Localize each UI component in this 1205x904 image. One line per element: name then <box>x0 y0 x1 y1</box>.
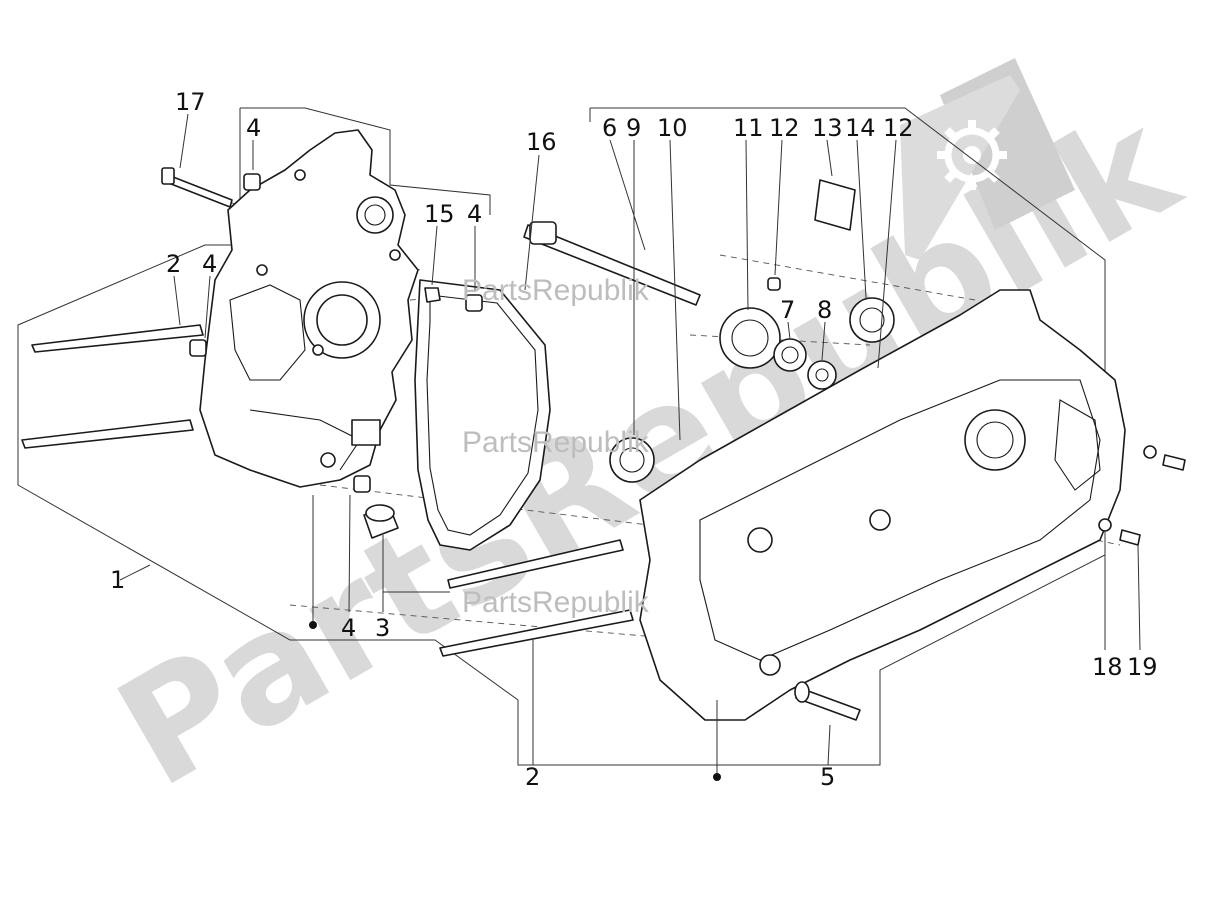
callout-14: 14 <box>845 114 876 142</box>
callout-4: 4 <box>202 250 217 278</box>
watermark-small-text: PartsRepublik <box>462 586 650 619</box>
callout-6: 6 <box>602 114 617 142</box>
callout-11: 11 <box>733 114 764 142</box>
screws-18-19 <box>1098 445 1186 546</box>
callout-8: 8 <box>817 296 832 324</box>
output-shaft <box>523 221 701 306</box>
long-studs <box>21 324 634 657</box>
right-crankcase-half <box>639 289 1126 721</box>
callout-labels: 17 4 15 4 2 4 16 6 9 10 11 12 13 14 12 7… <box>110 88 1158 791</box>
leader-dot <box>713 773 721 781</box>
callout-4: 4 <box>467 200 482 228</box>
callout-19: 19 <box>1127 653 1158 681</box>
callout-17: 17 <box>175 88 206 116</box>
watermark-small-labels: PartsRepublik PartsRepublik PartsRepubli… <box>462 274 650 619</box>
callout-15: 15 <box>424 200 455 228</box>
callout-7: 7 <box>780 296 795 324</box>
callout-9: 9 <box>626 114 641 142</box>
callout-12: 12 <box>883 114 914 142</box>
callout-16: 16 <box>526 128 557 156</box>
callout-2: 2 <box>525 763 540 791</box>
leader-dot <box>309 621 317 629</box>
callout-3: 3 <box>375 614 390 642</box>
left-crankcase-half <box>199 129 419 488</box>
callout-2: 2 <box>166 250 181 278</box>
gear-flag-icon <box>900 58 1075 260</box>
watermark-small-text: PartsRepublik <box>462 426 650 459</box>
bearings-and-seals <box>609 179 895 483</box>
callout-4: 4 <box>246 114 261 142</box>
bushing-3 <box>363 504 399 539</box>
watermark-small-text: PartsRepublik <box>462 274 650 307</box>
leader-lines <box>119 113 1141 775</box>
pin-5 <box>794 681 861 721</box>
callout-5: 5 <box>820 763 835 791</box>
callout-18: 18 <box>1092 653 1123 681</box>
callout-4: 4 <box>341 614 356 642</box>
dowel-pins <box>189 173 483 493</box>
crankcase-gasket <box>414 279 551 551</box>
callout-10: 10 <box>657 114 688 142</box>
callout-12: 12 <box>769 114 800 142</box>
bolt-17 <box>161 167 233 208</box>
callout-13: 13 <box>812 114 843 142</box>
callout-1: 1 <box>110 566 125 594</box>
